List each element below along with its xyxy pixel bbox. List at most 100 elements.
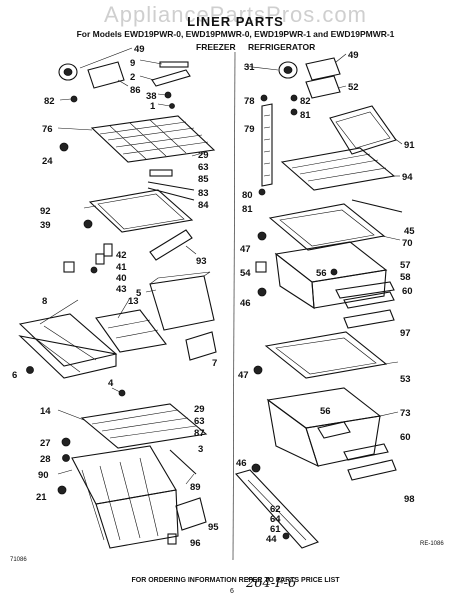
callout-49b: 49 — [348, 50, 359, 61]
shelf-support-24 — [59, 142, 69, 152]
callout-56: 56 — [316, 268, 327, 279]
light-shield-refrigerator — [305, 57, 341, 81]
fastener-1 — [169, 103, 175, 109]
lens-52 — [305, 75, 341, 99]
callout-64: 64 — [270, 514, 281, 525]
callout-78: 78 — [244, 96, 255, 107]
callout-46b: 46 — [236, 458, 247, 469]
callout-8: 8 — [42, 296, 47, 307]
code-right: RE-1086 — [420, 541, 444, 547]
callout-53: 53 — [400, 374, 411, 385]
callout-58: 58 — [400, 272, 411, 283]
callout-labels: 49 9 2 86 38 1 82 76 24 29 63 85 83 84 9… — [12, 44, 415, 549]
cover-95 — [175, 497, 207, 531]
trim-45 — [351, 199, 403, 213]
callout-49: 49 — [134, 44, 145, 55]
callout-90: 90 — [38, 470, 49, 481]
page-title: LINER PARTS — [187, 14, 284, 29]
rail-85 — [149, 169, 173, 177]
screw-80 — [258, 188, 266, 196]
callout-41: 41 — [116, 262, 127, 273]
callout-2: 2 — [130, 72, 135, 83]
callout-62: 62 — [270, 504, 281, 515]
callout-60b: 60 — [400, 432, 411, 443]
freezer-shelf-92 — [88, 189, 194, 233]
callout-80: 80 — [242, 190, 253, 201]
callout-57: 57 — [400, 260, 411, 271]
shelf-support-27 — [61, 437, 71, 447]
bracket-42 — [103, 243, 113, 257]
callout-42: 42 — [116, 250, 127, 261]
freezer-basket-8 — [18, 313, 118, 379]
callout-14: 14 — [40, 406, 51, 417]
light-shield-freezer — [87, 61, 125, 89]
callout-96: 96 — [190, 538, 201, 549]
callout-81: 81 — [300, 110, 311, 121]
section-divider — [232, 51, 236, 561]
callout-47b: 47 — [238, 370, 249, 381]
callout-39: 39 — [40, 220, 51, 231]
shelf-support-39 — [83, 219, 93, 229]
shelf-support-47 — [257, 231, 267, 241]
freezer-basket-90 — [71, 445, 179, 549]
code-left: 71086 — [10, 557, 27, 563]
refrigerator-wire-shelf — [280, 147, 396, 191]
callout-93: 93 — [196, 256, 207, 267]
callout-13: 13 — [128, 296, 139, 307]
shelf-support-47b — [253, 365, 263, 375]
callout-3: 3 — [198, 444, 203, 455]
channel-97 — [343, 309, 395, 329]
callout-85: 85 — [198, 174, 209, 185]
clip-96 — [167, 533, 177, 545]
trim-60 — [343, 291, 395, 309]
callout-63b: 63 — [194, 416, 205, 427]
shelf-support-46b — [251, 463, 261, 473]
screw-4 — [118, 389, 126, 397]
callout-79: 79 — [244, 124, 255, 135]
callout-38: 38 — [146, 91, 157, 102]
callout-52: 52 — [348, 82, 359, 93]
callout-87: 87 — [194, 428, 205, 439]
channel-93 — [149, 229, 193, 261]
callout-21: 21 — [36, 492, 47, 503]
slide-56 — [317, 421, 351, 439]
callout-61: 61 — [270, 524, 281, 535]
channel-98 — [347, 459, 397, 481]
bracket-41 — [95, 253, 105, 265]
callout-43: 43 — [116, 284, 127, 295]
callout-29: 29 — [198, 150, 209, 161]
trim-58 — [335, 281, 395, 299]
shelf-rail-79 — [261, 103, 273, 187]
fastener-81-ref — [290, 108, 298, 116]
watermark: AppliancePartsPros.com — [104, 2, 367, 27]
callout-63: 63 — [198, 162, 209, 173]
callout-46: 46 — [240, 298, 251, 309]
callout-56b: 56 — [320, 406, 331, 417]
callout-24: 24 — [42, 156, 53, 167]
callout-47: 47 — [240, 244, 251, 255]
callout-28: 28 — [40, 454, 51, 465]
light-socket-refrigerator — [278, 61, 298, 79]
callout-73: 73 — [400, 408, 411, 419]
refrigerator-shelf-70 — [268, 203, 386, 251]
callout-5: 5 — [136, 288, 142, 299]
cam-43 — [63, 261, 75, 273]
callout-27: 27 — [40, 438, 51, 449]
rail-89 — [169, 449, 197, 475]
callout-44: 44 — [266, 534, 277, 545]
callout-70: 70 — [402, 238, 413, 249]
page-number: 6 — [230, 588, 234, 595]
callout-86: 86 — [130, 85, 141, 96]
callout-54: 54 — [240, 268, 251, 279]
light-socket-freezer — [58, 63, 78, 81]
fastener-82-ref — [290, 94, 298, 102]
callout-92: 92 — [40, 206, 51, 217]
dairy-bin-91 — [329, 105, 397, 155]
shelf-support-28 — [62, 454, 70, 462]
crisper-pan-57 — [274, 241, 388, 310]
freezer-wire-shelf-76 — [90, 115, 216, 163]
bracket-2 — [151, 69, 191, 87]
callout-40: 40 — [116, 273, 127, 284]
callout-31: 31 — [244, 62, 255, 73]
knob-56 — [330, 268, 338, 276]
